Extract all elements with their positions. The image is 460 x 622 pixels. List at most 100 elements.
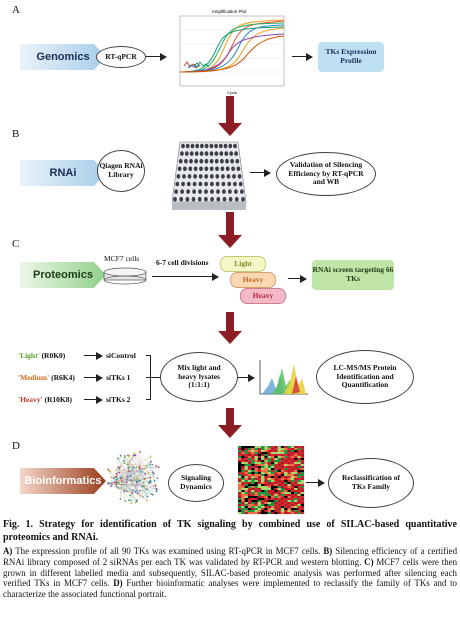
plate-well — [194, 151, 199, 156]
heatmap-cell — [297, 450, 301, 453]
network-node — [108, 482, 111, 485]
heatmap-cell — [274, 490, 278, 493]
heatmap-cell — [261, 476, 265, 479]
heatmap-cell — [277, 464, 281, 467]
heatmap-cell — [254, 448, 258, 451]
heatmap-cell — [247, 474, 252, 477]
heatmap-cell — [244, 450, 248, 453]
bracket-top — [146, 355, 151, 356]
heatmap-cell — [241, 488, 245, 491]
heatmap-cell — [257, 502, 262, 505]
heatmap-cell — [277, 458, 281, 461]
heatmap-cell — [261, 504, 265, 507]
heatmap-cell — [297, 464, 301, 467]
heatmap-cell — [264, 452, 268, 455]
heatmap-cell — [274, 484, 278, 487]
heatmap-cell — [290, 450, 295, 453]
network-edge — [108, 470, 137, 501]
heatmap-cell — [261, 452, 265, 455]
heatmap-cell — [261, 474, 265, 477]
heatmap-cell — [247, 494, 252, 497]
heatmap-cell — [257, 510, 262, 513]
heatmap-cell — [294, 456, 298, 459]
heatmap-cell — [290, 472, 295, 475]
heatmap-cell — [244, 492, 248, 495]
heatmap-cell — [297, 488, 301, 491]
heatmap-cell — [284, 496, 288, 499]
network-node — [126, 478, 128, 481]
light-condition: 'Light' (R0K0) — [18, 351, 66, 360]
network-edge — [125, 491, 127, 502]
network-node — [115, 473, 118, 475]
heatmap-cell — [300, 508, 305, 511]
heatmap-cell — [261, 494, 265, 497]
heatmap-cell — [274, 462, 278, 465]
heatmap-cell — [241, 494, 245, 497]
heatmap-cell — [294, 474, 298, 477]
heatmap-cell — [264, 472, 268, 475]
heatmap-cell — [241, 460, 245, 463]
heatmap-cell — [287, 446, 291, 449]
plate-well — [181, 143, 185, 149]
heatmap-cell — [261, 464, 265, 467]
heatmap-cell — [274, 474, 278, 477]
heatmap-cell — [261, 480, 265, 483]
network-node — [151, 463, 154, 466]
heatmap-cell — [254, 452, 258, 455]
plate-well — [174, 189, 178, 194]
heatmap-cell — [294, 452, 298, 455]
heatmap-cell — [247, 490, 252, 493]
heatmap-cell — [247, 456, 252, 459]
heatmap-cell — [297, 448, 301, 451]
network-edge — [115, 467, 119, 477]
heatmap-cell — [277, 486, 281, 489]
heatmap-cell — [271, 478, 275, 481]
heatmap-cell — [280, 494, 285, 497]
amp-curve-4 — [179, 24, 285, 73]
plate-well — [240, 189, 244, 194]
heatmap-cell — [290, 474, 295, 477]
heatmap-cell — [274, 464, 278, 467]
network-node — [141, 496, 144, 498]
heatmap-cell — [284, 488, 288, 491]
heatmap-cell — [274, 488, 278, 491]
heatmap-cell — [241, 504, 245, 507]
heatmap-cell — [261, 470, 265, 473]
heatmap-cell — [254, 494, 258, 497]
heatmap-cell — [271, 486, 275, 489]
plate-well — [180, 189, 184, 194]
heatmap-cell — [297, 500, 301, 503]
heatmap-cell — [300, 512, 305, 515]
heatmap-cell — [290, 494, 295, 497]
heatmap-cell — [287, 462, 291, 465]
plate-well — [214, 151, 219, 156]
connector-s4 — [151, 377, 161, 378]
heatmap-cell — [238, 454, 242, 457]
heatmap-cell — [297, 512, 301, 515]
heatmap-cell — [244, 478, 248, 481]
plate-well — [204, 151, 209, 156]
heatmap-cell — [277, 498, 281, 501]
network-node — [110, 476, 113, 479]
heatmap-cell — [251, 470, 255, 473]
heatmap-cell — [254, 468, 258, 471]
panel-label-a: A — [12, 4, 20, 16]
heatmap-cell — [290, 460, 295, 463]
heatmap-cell — [294, 490, 298, 493]
heatmap-cell — [264, 494, 268, 497]
heatmap-cell — [254, 510, 258, 513]
heatmap-cell — [251, 462, 255, 465]
heatmap-cell — [254, 476, 258, 479]
heatmap-cell — [251, 492, 255, 495]
heatmap-cell — [267, 454, 272, 457]
heatmap-cell — [261, 448, 265, 451]
network-node — [144, 467, 146, 470]
network-edge — [139, 468, 157, 490]
heatmap-cell — [264, 508, 268, 511]
heatmap-cell — [284, 486, 288, 489]
network-node — [134, 501, 137, 504]
network-edge — [139, 490, 157, 492]
heatmap-cell — [244, 484, 248, 487]
plate-well — [185, 196, 190, 202]
heatmap-cell — [280, 502, 285, 505]
